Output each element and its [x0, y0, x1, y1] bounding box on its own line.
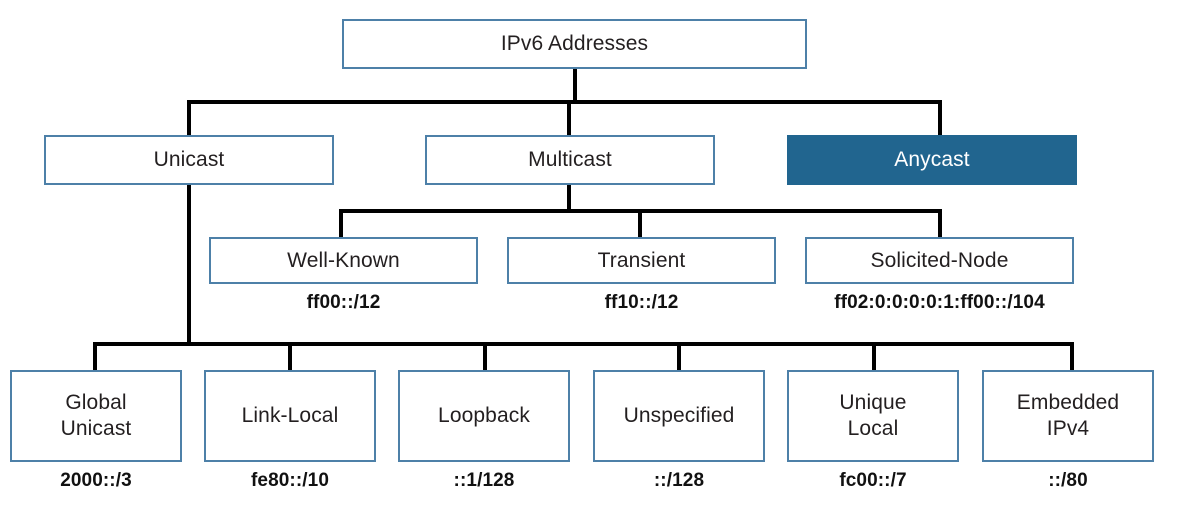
- node-well-known[interactable]: Well-Known: [209, 237, 478, 284]
- connector-drop-unicast: [187, 100, 191, 135]
- node-label: Global Unicast: [12, 390, 180, 442]
- connector-drop-multicast: [567, 100, 571, 135]
- node-label-line2: Local: [847, 417, 899, 440]
- connector-drop-solicited-node: [938, 209, 942, 237]
- connector-drop-well-known: [339, 209, 343, 237]
- node-label-line2: Unicast: [60, 417, 132, 440]
- prefix-transient: ff10::/12: [604, 292, 679, 313]
- connector-drop-embedded-ipv4: [1070, 342, 1074, 370]
- prefix-loopback: ::1/128: [453, 470, 515, 491]
- node-link-local[interactable]: Link-Local: [204, 370, 376, 462]
- node-embedded-ipv4[interactable]: Embedded IPv4: [982, 370, 1154, 462]
- node-anycast[interactable]: Anycast: [787, 135, 1077, 185]
- node-loopback[interactable]: Loopback: [398, 370, 570, 462]
- connector-root-stem: [573, 69, 577, 104]
- node-label: Multicast: [528, 148, 612, 171]
- node-label-line2: IPv4: [1046, 417, 1090, 440]
- node-label-line1: Global: [65, 391, 127, 414]
- connector-drop-loopback: [483, 342, 487, 370]
- prefix-unspecified: ::/128: [653, 470, 705, 491]
- node-label-line1: Unique: [839, 391, 907, 414]
- node-label: Unicast: [153, 148, 225, 171]
- prefix-embedded-ipv4: ::/80: [1048, 470, 1088, 491]
- node-label: Unspecified: [623, 404, 735, 427]
- prefix-well-known: ff00::/12: [306, 292, 381, 313]
- node-multicast[interactable]: Multicast: [425, 135, 715, 185]
- node-unspecified[interactable]: Unspecified: [593, 370, 765, 462]
- node-label: Well-Known: [287, 248, 400, 272]
- connector-multicast-stem: [567, 185, 571, 213]
- prefix-unique-local: fc00::/7: [839, 470, 907, 491]
- node-label: Link-Local: [241, 404, 339, 427]
- prefix-solicited-node: ff02:0:0:0:0:1:ff00::/104: [834, 292, 1045, 313]
- node-unicast[interactable]: Unicast: [44, 135, 334, 185]
- connector-drop-link-local: [288, 342, 292, 370]
- prefix-global-unicast: 2000::/3: [60, 470, 132, 491]
- node-label: Loopback: [438, 404, 530, 427]
- connector-drop-unique-local: [872, 342, 876, 370]
- connector-unicast-stem: [187, 185, 191, 346]
- connector-drop-transient: [638, 209, 642, 237]
- connector-unicast-bus: [95, 342, 1074, 346]
- connector-drop-unspecified: [677, 342, 681, 370]
- node-solicited-node[interactable]: Solicited-Node: [805, 237, 1074, 284]
- node-ipv6-addresses[interactable]: IPv6 Addresses: [342, 19, 807, 69]
- node-label: Anycast: [894, 148, 970, 171]
- node-unique-local[interactable]: Unique Local: [787, 370, 959, 462]
- connector-drop-global-unicast: [93, 342, 97, 370]
- prefix-link-local: fe80::/10: [251, 470, 329, 491]
- node-global-unicast[interactable]: Global Unicast: [10, 370, 182, 462]
- connector-level1-bus: [189, 100, 942, 104]
- node-label-line1: Embedded: [1016, 391, 1120, 414]
- node-label: IPv6 Addresses: [500, 32, 649, 55]
- node-label: Solicited-Node: [870, 248, 1009, 272]
- connector-drop-anycast: [938, 100, 942, 135]
- node-label: Embedded IPv4: [984, 390, 1152, 442]
- node-label: Unique Local: [789, 390, 957, 442]
- node-transient[interactable]: Transient: [507, 237, 776, 284]
- node-label: Transient: [597, 248, 686, 272]
